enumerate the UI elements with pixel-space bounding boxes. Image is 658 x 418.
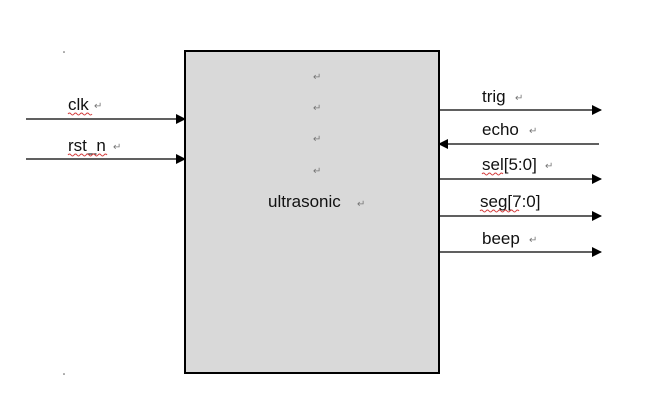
paragraph-mark: ↵ [313,72,321,83]
paragraph-mark: ↵ [94,101,102,112]
spellcheck-underline [479,209,520,213]
paragraph-mark: ↵ [545,161,553,172]
paragraph-mark: ↵ [529,235,537,246]
paragraph-mark: ↵ [515,93,523,104]
spellcheck-underline [67,153,108,157]
port-clk-label: clk [68,95,89,114]
module-box [184,50,440,374]
corner-dot [63,51,65,53]
paragraph-mark: ↵ [313,166,321,177]
port-echo-label: echo [482,120,519,139]
spellcheck-underline [67,112,93,116]
paragraph-mark: ↵ [113,142,121,153]
corner-dot [63,373,65,375]
paragraph-mark: ↵ [313,103,321,114]
port-trig-label: trig [482,87,506,106]
spellcheck-underline [481,172,504,176]
module-name: ultrasonic [268,192,341,211]
paragraph-mark: ↵ [313,134,321,145]
port-seg-label: seg[7:0] [480,192,541,211]
port-beep-label: beep [482,229,520,248]
port-rst-n-label: rst_n [68,136,106,155]
paragraph-mark: ↵ [357,199,365,210]
port-sel-label: sel[5:0] [482,155,537,174]
paragraph-mark: ↵ [529,126,537,137]
